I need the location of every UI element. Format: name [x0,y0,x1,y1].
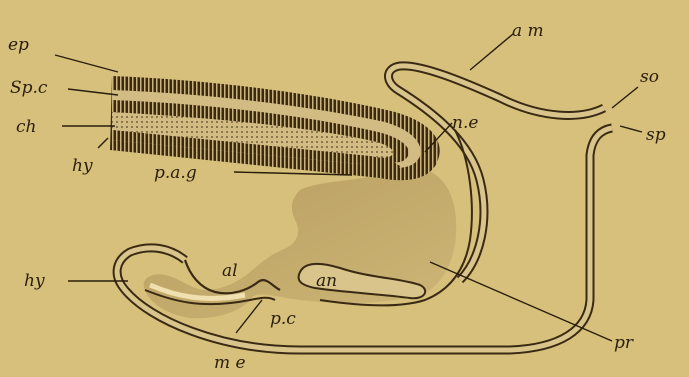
label-sp-c: Sp.c [10,78,48,98]
label-so: so [640,67,659,87]
label-p-c: p.c [270,309,296,329]
label-n-e: n.e [452,113,478,133]
label-am: a m [512,21,544,41]
label-pr: pr [614,333,634,353]
label-me: m e [214,353,246,373]
label-sp: sp [646,125,666,145]
label-p-a-g: p.a.g [154,163,197,183]
label-hy-left: hy [24,271,45,291]
label-ch: ch [16,117,36,137]
label-an: an [316,271,337,291]
label-ep: ep [8,35,29,55]
label-al: al [222,261,238,281]
label-hy-top: hy [72,156,93,176]
